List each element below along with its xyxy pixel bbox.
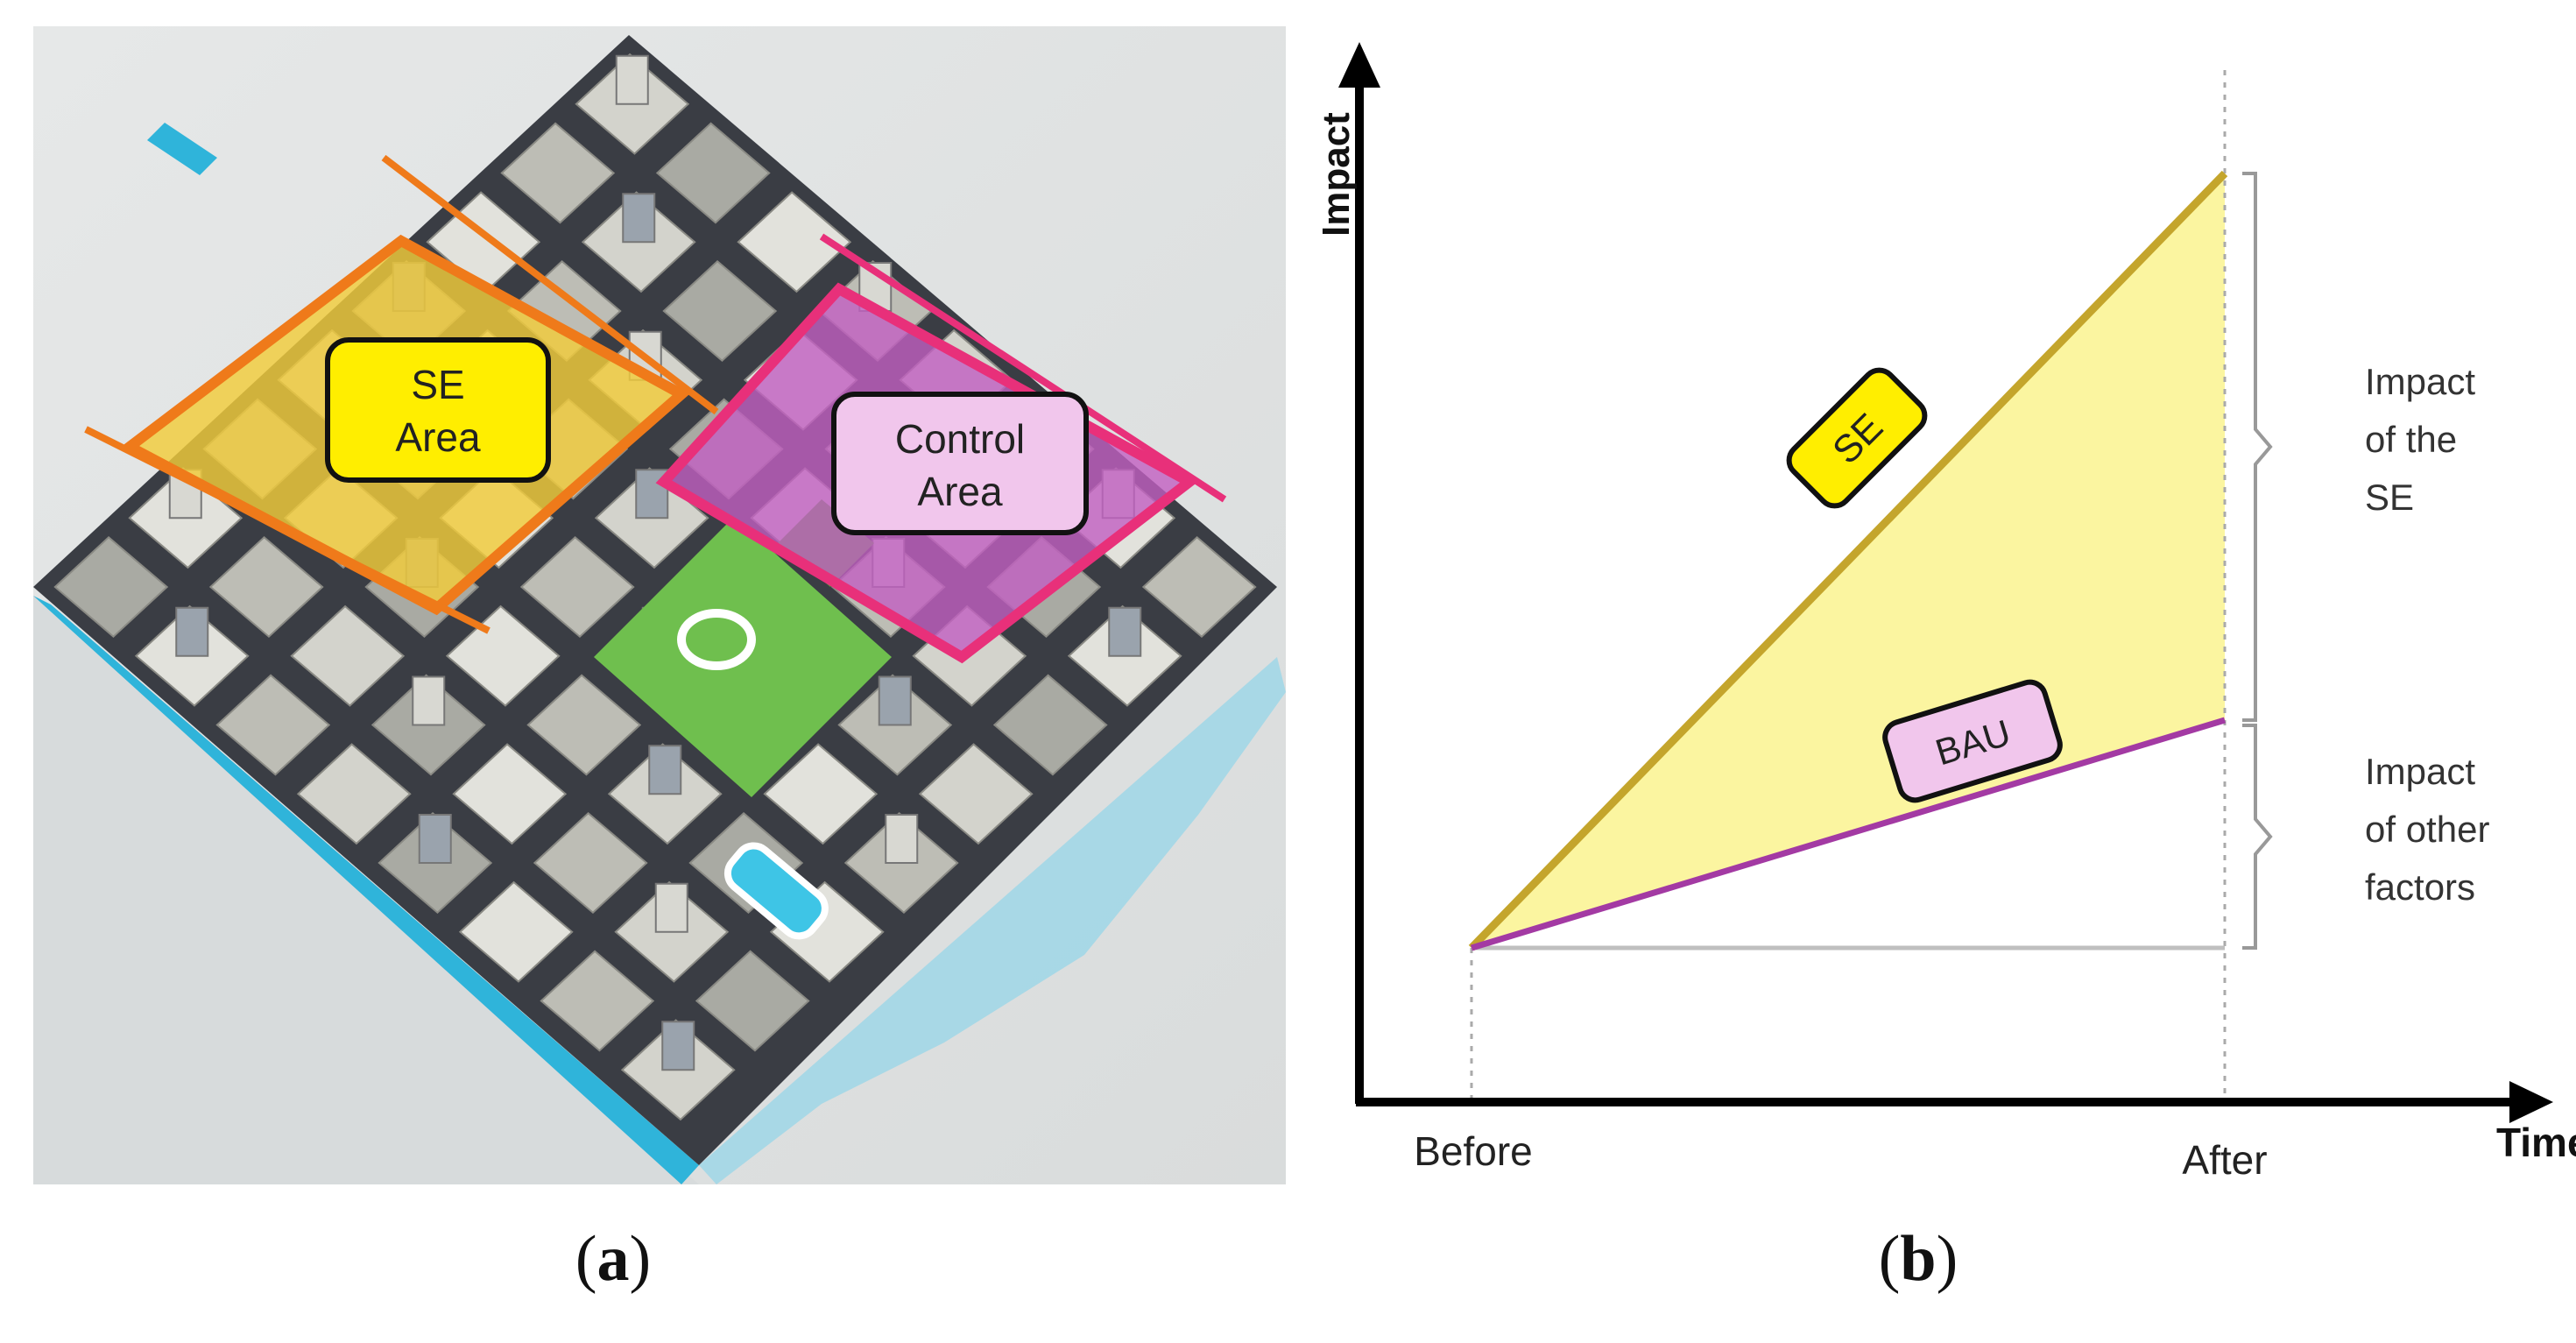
building-block [526, 674, 642, 776]
city-map-svg: SE Area Control Area [33, 26, 1286, 1184]
caption-b: (b) [1831, 1222, 2006, 1297]
control-area-label-line2: Area [917, 469, 1003, 514]
se-area-label-line2: Area [395, 414, 481, 460]
x-tick-after: After [2182, 1137, 2267, 1183]
building-block [500, 122, 616, 224]
se-area-border [119, 234, 691, 616]
building-tower [885, 814, 919, 864]
building-block [445, 604, 561, 707]
pool [723, 842, 829, 940]
control-area-label-box [831, 392, 1089, 535]
building-tower [661, 1021, 695, 1071]
building-block [533, 811, 648, 915]
building-block [737, 191, 852, 293]
se-road-highlight-2 [84, 426, 490, 634]
x-axis-arrow [2509, 1081, 2553, 1123]
caption-a-close: ) [629, 1223, 652, 1295]
building-block [695, 950, 810, 1052]
y-axis-arrow [1338, 42, 1380, 88]
brace-se [2242, 172, 2273, 722]
se-area-label: SE Area [325, 337, 551, 483]
impact-diagram: Impact Time Before After SE BAU Impact o… [1314, 26, 2576, 1253]
park-fountain-ring [677, 609, 756, 670]
x-tick-before: Before [1414, 1128, 1533, 1174]
se-area-label-line1: SE [411, 362, 464, 407]
brace-other-label-line1: Impact [2365, 751, 2475, 792]
building-tower [635, 469, 669, 520]
city-map-illustration: SE Area Control Area [33, 26, 1286, 1184]
se-line-label: SE [1786, 367, 1928, 509]
building-block [519, 535, 635, 639]
caption-b-open: ( [1878, 1223, 1901, 1295]
caption-b-close: ) [1936, 1223, 1958, 1295]
brace-other [2242, 724, 2273, 950]
building-tower [1108, 606, 1142, 657]
building-block [662, 259, 778, 363]
building-tower [412, 675, 446, 726]
control-road-highlight [819, 233, 1227, 503]
brace-other-label-line2: of other [2365, 809, 2489, 850]
building-block [992, 674, 1108, 776]
se-line [1468, 170, 2228, 951]
x-axis-label: Time [2496, 1120, 2576, 1165]
building-block [763, 743, 879, 845]
y-axis-label: Impact [1315, 112, 1358, 237]
building-tower [175, 606, 209, 657]
brace-other-label-line3: factors [2365, 866, 2475, 908]
caption-a-open: ( [575, 1223, 597, 1295]
water-edge-left [33, 596, 699, 1184]
building-block [655, 122, 771, 224]
se-area-label-box [325, 337, 551, 483]
building-block [53, 535, 169, 639]
impact-diagram-svg: Impact Time Before After SE BAU Impact o… [1315, 42, 2576, 1183]
building-block [452, 743, 568, 845]
caption-b-letter: b [1900, 1223, 1937, 1295]
building-block [918, 743, 1034, 845]
bau-line [1470, 717, 2227, 951]
caption-a-letter: a [596, 1223, 630, 1295]
building-block [1141, 535, 1257, 639]
building-block [215, 674, 331, 776]
brace-se-label-line2: of the [2365, 419, 2457, 460]
water-canal [147, 123, 217, 175]
building-tower [654, 882, 688, 933]
bau-line-label: BAU [1882, 679, 2063, 803]
building-tower [615, 54, 649, 105]
building-block [458, 880, 574, 983]
building-tower [648, 745, 682, 795]
control-area-label: Control Area [831, 392, 1089, 535]
brace-se-label-line1: Impact [2365, 361, 2475, 402]
control-area-label-line1: Control [895, 416, 1025, 462]
brace-se-label-line3: SE [2365, 477, 2414, 518]
building-block [208, 535, 324, 639]
caption-a: (a) [526, 1222, 701, 1297]
bau-line-label-box [1882, 679, 2063, 803]
building-tower [878, 675, 912, 726]
building-tower [418, 814, 452, 864]
se-road-highlight-1 [381, 154, 719, 415]
building-block [296, 743, 412, 845]
building-block [540, 950, 655, 1052]
building-block [290, 604, 406, 707]
se-line-label-box [1786, 367, 1928, 509]
water-edge-right [699, 657, 1286, 1184]
building-tower [622, 193, 656, 244]
